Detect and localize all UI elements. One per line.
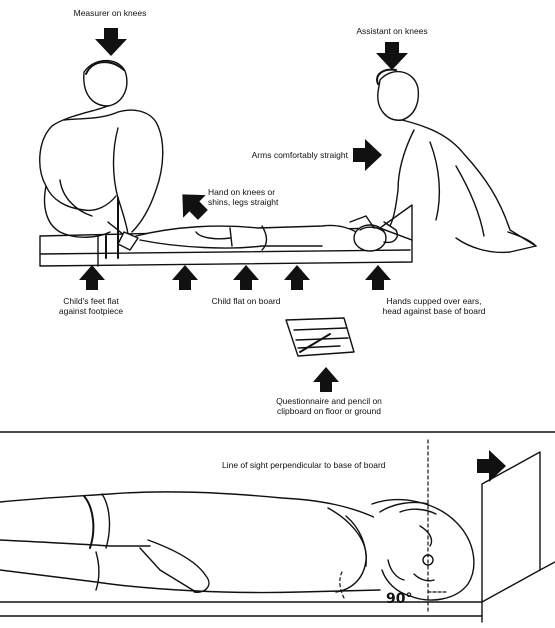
label-hand-line-2: shins, legs straight xyxy=(208,197,318,207)
label-clipboard: Questionnaire and pencil on clipboard on… xyxy=(254,396,404,416)
arrow-clipboard-icon xyxy=(313,367,339,392)
label-hands-cupped: Hands cupped over ears, head against bas… xyxy=(356,296,512,316)
arrow-child-2-icon xyxy=(233,265,259,290)
label-measurer: Measurer on knees xyxy=(50,8,170,18)
clipboard xyxy=(286,318,354,356)
label-child-flat: Child flat on board xyxy=(186,296,306,306)
headboard xyxy=(0,452,555,622)
arrow-measurer-icon xyxy=(95,28,127,56)
arrow-arms-icon xyxy=(353,139,382,171)
arrow-hands-icon xyxy=(365,265,391,290)
arrow-heel-icon xyxy=(79,265,105,290)
label-clipboard-line-2: clipboard on floor or ground xyxy=(254,406,404,416)
measurer-figure xyxy=(40,61,163,258)
label-line-of-sight: Line of sight perpendicular to base of b… xyxy=(222,460,472,470)
label-angle: 90° xyxy=(386,594,426,604)
label-heel-line-1: Child's feet flat xyxy=(36,296,146,306)
label-arms: Arms comfortably straight xyxy=(218,150,348,160)
label-hands-line-1: Hands cupped over ears, xyxy=(356,296,512,306)
label-hands-line-2: head against base of board xyxy=(356,306,512,316)
arrows-top xyxy=(79,28,408,392)
label-assistant: Assistant on knees xyxy=(322,26,462,36)
label-clipboard-line-1: Questionnaire and pencil on xyxy=(254,396,404,406)
arrow-assistant-icon xyxy=(376,42,408,70)
label-heel-line-2: against footpiece xyxy=(36,306,146,316)
label-heel: Child's feet flat against footpiece xyxy=(36,296,146,316)
assistant-figure xyxy=(350,70,536,253)
arrow-child-3-icon xyxy=(284,265,310,290)
label-hand: Hand on knees or shins, legs straight xyxy=(208,187,318,207)
child-profile xyxy=(0,492,474,600)
label-hand-line-1: Hand on knees or xyxy=(208,187,318,197)
arrow-child-1-icon xyxy=(172,265,198,290)
